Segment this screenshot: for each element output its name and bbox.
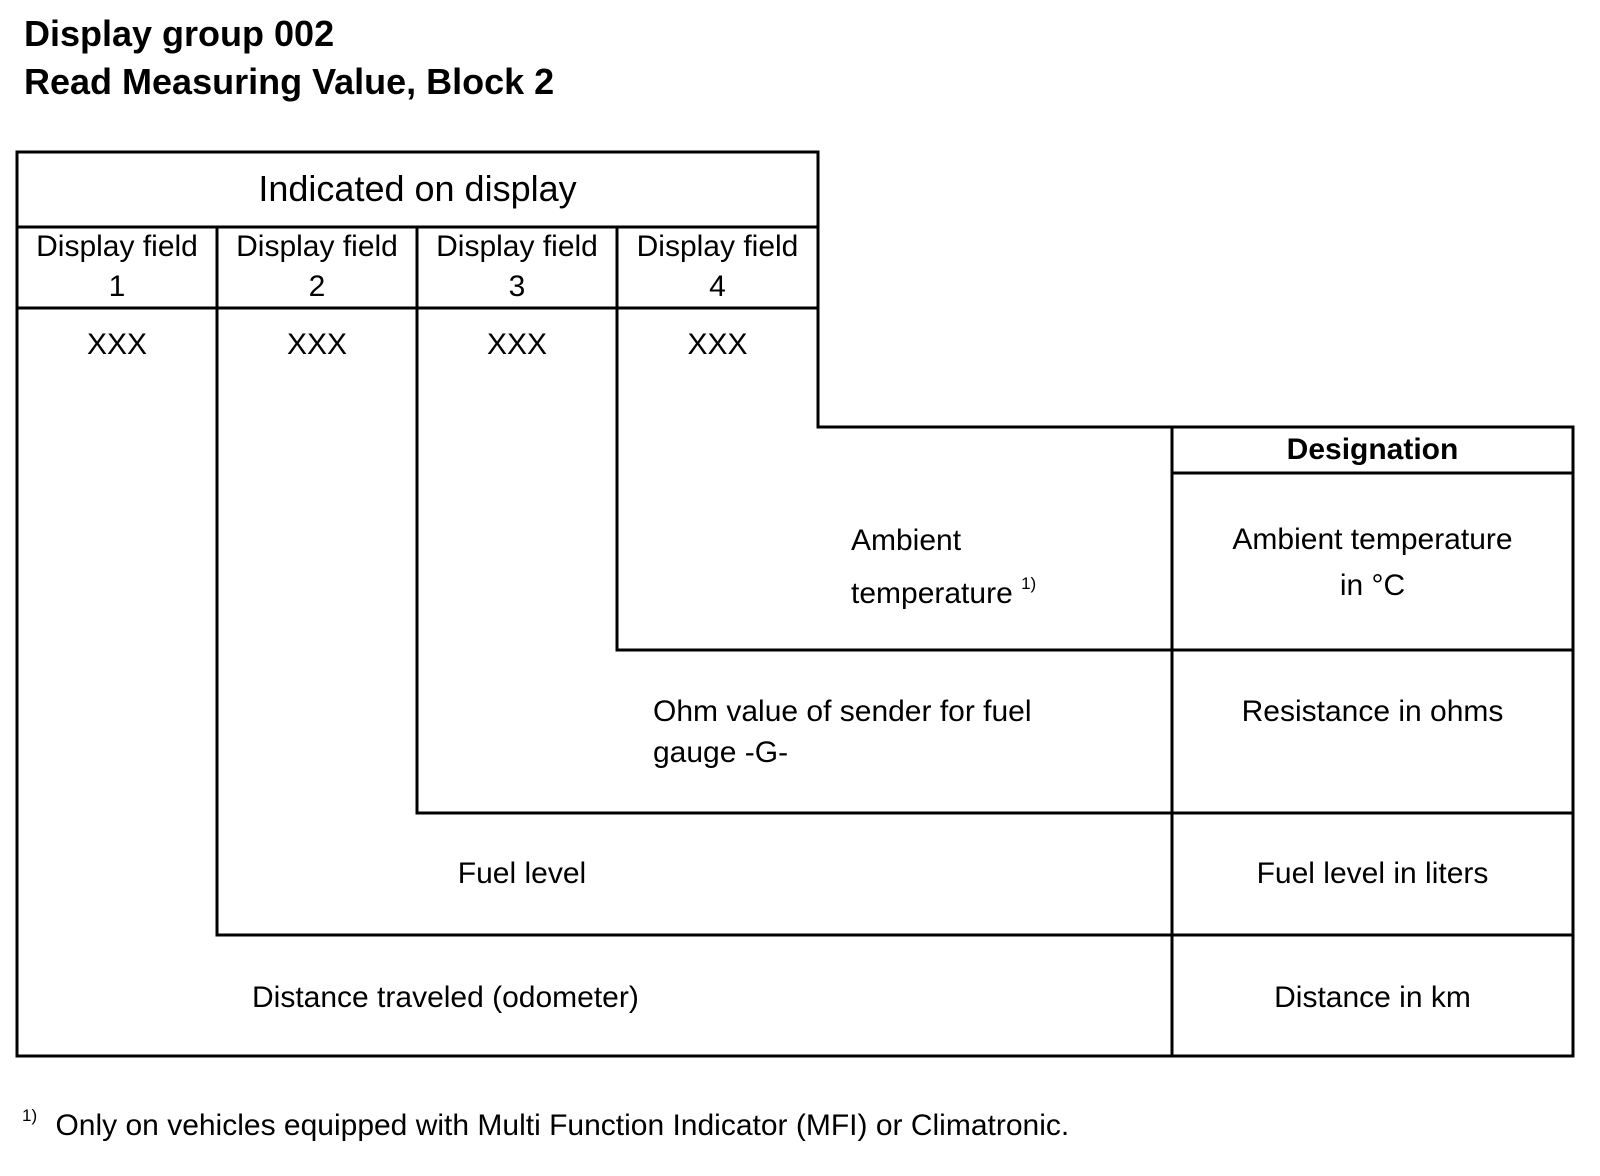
display-field-2-label: Display field bbox=[236, 230, 398, 263]
display-field-4-number: 4 bbox=[709, 270, 726, 303]
footnote-mark: 1) bbox=[22, 1106, 38, 1125]
row-distance-designation: Distance in km bbox=[1274, 981, 1471, 1014]
display-field-2-value: XXX bbox=[286, 328, 348, 361]
display-field-1-value: XXX bbox=[86, 328, 148, 361]
row-ambient-designation: Ambient temperature in °C bbox=[1172, 521, 1573, 605]
indicated-on-display-header: Indicated on display bbox=[258, 168, 577, 209]
display-field-2-number: 2 bbox=[308, 270, 326, 303]
footnote-text: Only on vehicles equipped with Multi Fun… bbox=[55, 1109, 1070, 1142]
display-field-4-value: XXX bbox=[687, 328, 748, 361]
display-field-4-label: Display field bbox=[636, 230, 799, 263]
designation-header: Designation bbox=[1286, 433, 1459, 466]
row-fuel-designation: Fuel level in liters bbox=[1256, 857, 1489, 890]
display-field-1-number: 1 bbox=[108, 270, 126, 303]
display-field-3-number: 3 bbox=[508, 270, 526, 303]
row-ambient-description-line1: Ambient bbox=[851, 524, 962, 557]
display-field-3-value: XXX bbox=[486, 328, 548, 361]
row-fuel-description: Fuel level bbox=[457, 857, 587, 890]
display-field-1-label: Display field bbox=[36, 230, 198, 263]
row-ohm-description-line2: gauge -G- bbox=[653, 736, 789, 769]
row-ambient-designation-line2: in °C bbox=[1339, 569, 1406, 602]
row-ohm-description-line1: Ohm value of sender for fuel bbox=[653, 695, 1032, 728]
row-ohm-designation: Resistance in ohms bbox=[1241, 695, 1504, 728]
footnote: 1) Only on vehicles equipped with Multi … bbox=[22, 1106, 1070, 1144]
page-subtitle: Read Measuring Value, Block 2 bbox=[24, 61, 555, 102]
row-ambient-description: temperature 1) bbox=[851, 574, 1037, 612]
row-distance-description: Distance traveled (odometer) bbox=[252, 981, 639, 1014]
footnote-reference: 1) bbox=[1021, 574, 1037, 593]
page-title: Display group 002 bbox=[24, 13, 335, 54]
display-field-3-label: Display field bbox=[436, 230, 598, 263]
row-ambient-description-line2: temperature bbox=[851, 577, 1013, 610]
row-ambient-designation-line1: Ambient temperature bbox=[1232, 523, 1513, 556]
